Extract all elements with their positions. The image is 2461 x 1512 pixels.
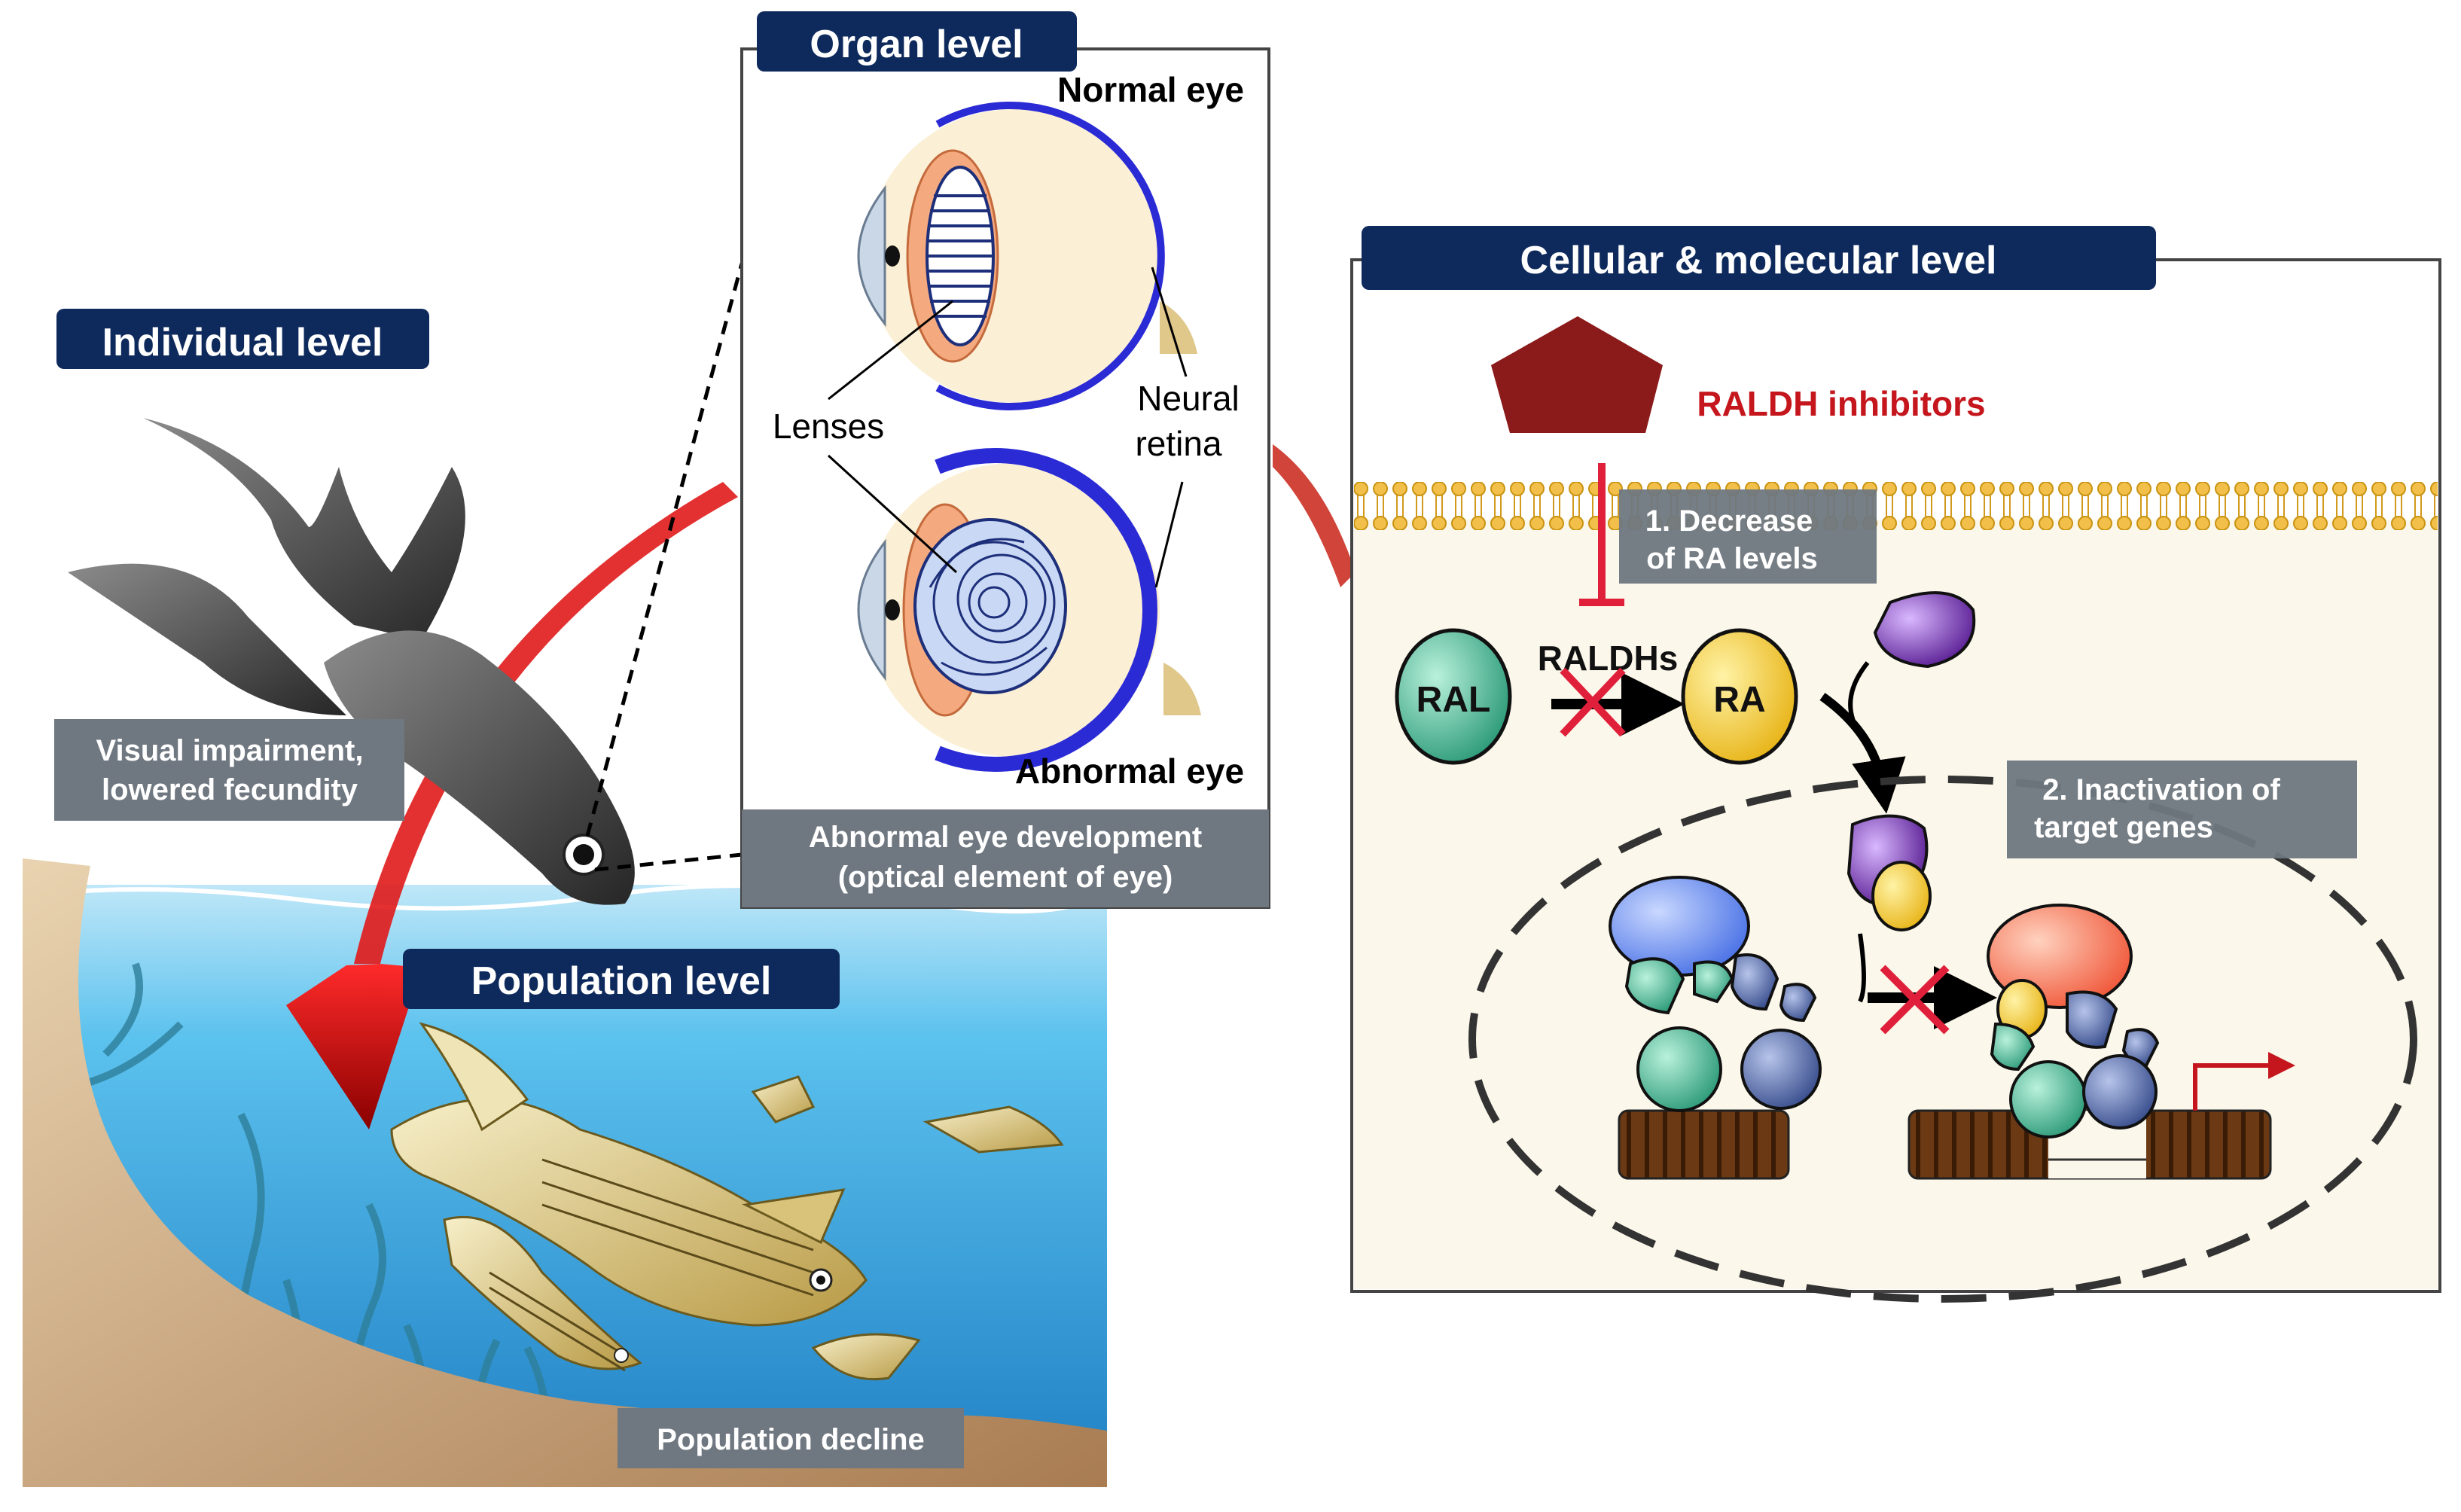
red-curved-arrow [286, 482, 738, 1129]
individual-level-label: Individual level [102, 321, 383, 364]
transcription-start-arrow [2193, 1052, 2295, 1111]
individual-caption: Visual impairment, lowered fecundity [54, 719, 404, 821]
gold-fish-small-2 [922, 1105, 1064, 1154]
raldhs-label: RALDHs [1538, 639, 1679, 678]
lenses-pointer-abnormal [827, 454, 958, 574]
step1-line1: 1. Decrease [1645, 505, 1813, 538]
ra-label: RA [1713, 680, 1765, 720]
neural-retina-label-line1: Neural [1137, 379, 1240, 418]
gold-fish-large [390, 1022, 868, 1327]
organ-to-cellular-connector [1273, 444, 1356, 587]
zoom-line-upper [585, 263, 744, 837]
inhibitor-label: RALDH inhibitors [1697, 384, 1985, 423]
seabed [23, 858, 1107, 1487]
step1-box [1619, 489, 1877, 584]
organ-caption-line2: (optical element of eye) [838, 861, 1173, 894]
organ-caption-box [742, 809, 1269, 907]
complex-left [1609, 876, 1822, 1180]
population-caption-text: Population decline [657, 1423, 925, 1456]
organ-caption-line1: Abnormal eye development [809, 821, 1202, 854]
block-cross-1 [1560, 667, 1626, 737]
population-level-header: Population level [403, 949, 840, 1009]
neural-retina-label-line2: retina [1135, 424, 1221, 463]
retina-pointer-normal [1151, 267, 1188, 377]
abnormal-lens [913, 518, 1067, 694]
individual-caption-line2: lowered fecundity [102, 773, 358, 806]
block-cross-2 [1880, 965, 1950, 1035]
lenses-label: Lenses [773, 407, 884, 446]
abnormal-eye [857, 448, 1201, 772]
step1-line2: of RA levels [1646, 542, 1817, 575]
step2-box [2007, 761, 2357, 858]
nucleus [1468, 776, 2417, 1303]
ral-molecule [1395, 628, 1512, 765]
step2-line1: 2. Inactivation of [2042, 773, 2280, 806]
organ-panel: Organ level Normal eye [740, 11, 1270, 909]
population-caption: Population decline [618, 1408, 964, 1468]
cell-membrane [1354, 482, 2438, 530]
gold-fish-group [390, 1022, 1064, 1381]
binding-arrow [1819, 693, 1906, 814]
individual-level-header: Individual level [56, 309, 429, 369]
receptor-purple [1873, 591, 1976, 669]
gold-fish-medium [443, 1215, 642, 1372]
normal-eye-label: Normal eye [1057, 70, 1244, 109]
organ-level-label: Organ level [810, 23, 1023, 66]
complex-right [1908, 904, 2295, 1180]
gold-fish-small-1 [751, 1075, 816, 1123]
step2-line2: target genes [2034, 811, 2213, 844]
cellular-panel: Cellular & molecular level RALDH inhibit… [1350, 226, 2441, 1303]
gold-fish-small-3 [811, 1333, 921, 1381]
binding-curve [1848, 661, 1870, 736]
inhibitor-pentagon [1491, 316, 1663, 433]
normal-eye [857, 102, 1197, 410]
cellular-level-label: Cellular & molecular level [1520, 239, 1997, 282]
retina-pointer-abnormal [1154, 481, 1184, 588]
lenses-pointer-normal [828, 300, 953, 401]
ral-label: RAL [1417, 680, 1491, 720]
ra-molecule [1681, 628, 1798, 765]
zoom-line-lower [594, 852, 743, 872]
population-level-label: Population level [471, 959, 772, 1003]
dark-fish [68, 418, 635, 905]
abnormal-eye-label: Abnormal eye [1015, 751, 1244, 791]
activation-path [1858, 933, 1866, 1003]
individual-caption-line1: Visual impairment, [96, 734, 364, 767]
